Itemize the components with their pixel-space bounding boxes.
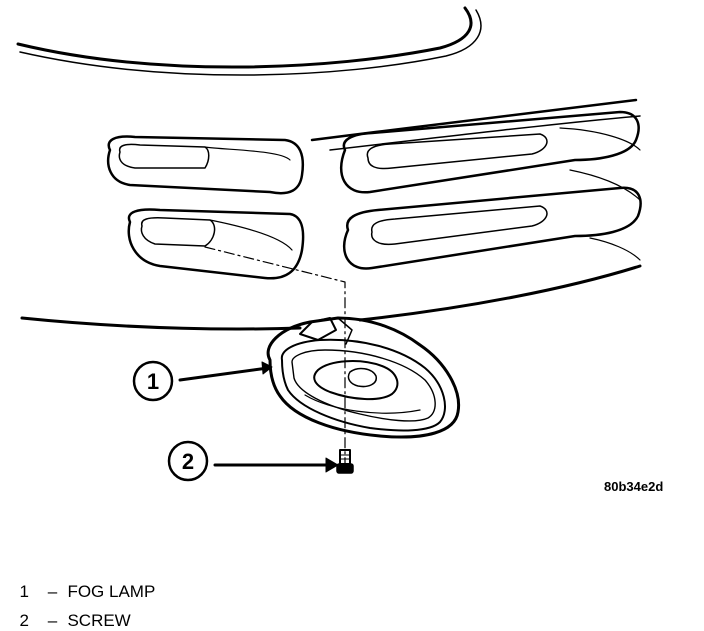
legend-item-fog-lamp: 1–FOG LAMP [10, 562, 155, 602]
grille-opening-lower-left [127, 208, 305, 280]
screw [336, 449, 354, 474]
callout-1-number: 1 [147, 369, 159, 394]
figure-id: 80b34e2d [604, 479, 663, 494]
grille-opening-lower-right [342, 186, 642, 270]
grille-opening-upper-left [106, 135, 304, 195]
legend-label: FOG LAMP [67, 582, 156, 601]
callout-2-number: 2 [182, 449, 194, 474]
callout-1-circle [132, 360, 174, 402]
callout-1-leader [178, 366, 270, 382]
alignment-centerline [204, 246, 346, 473]
legend-label: SCREW [67, 611, 131, 630]
legend-number: 2 [19, 611, 29, 630]
fog-lamp-installation-diagram: 1 2 80b34e2d [16, 6, 663, 494]
fog-lamp [266, 316, 461, 439]
hood-edge-line [16, 6, 473, 69]
callout-2-circle [167, 440, 209, 482]
legend-separator: – [47, 582, 58, 601]
legend-number: 1 [19, 582, 29, 601]
legend-item-screw: 2–SCREW [10, 591, 131, 631]
grille-opening-upper-right [339, 110, 640, 194]
bumper-lower-edge [20, 316, 302, 331]
legend-separator: – [47, 611, 58, 630]
